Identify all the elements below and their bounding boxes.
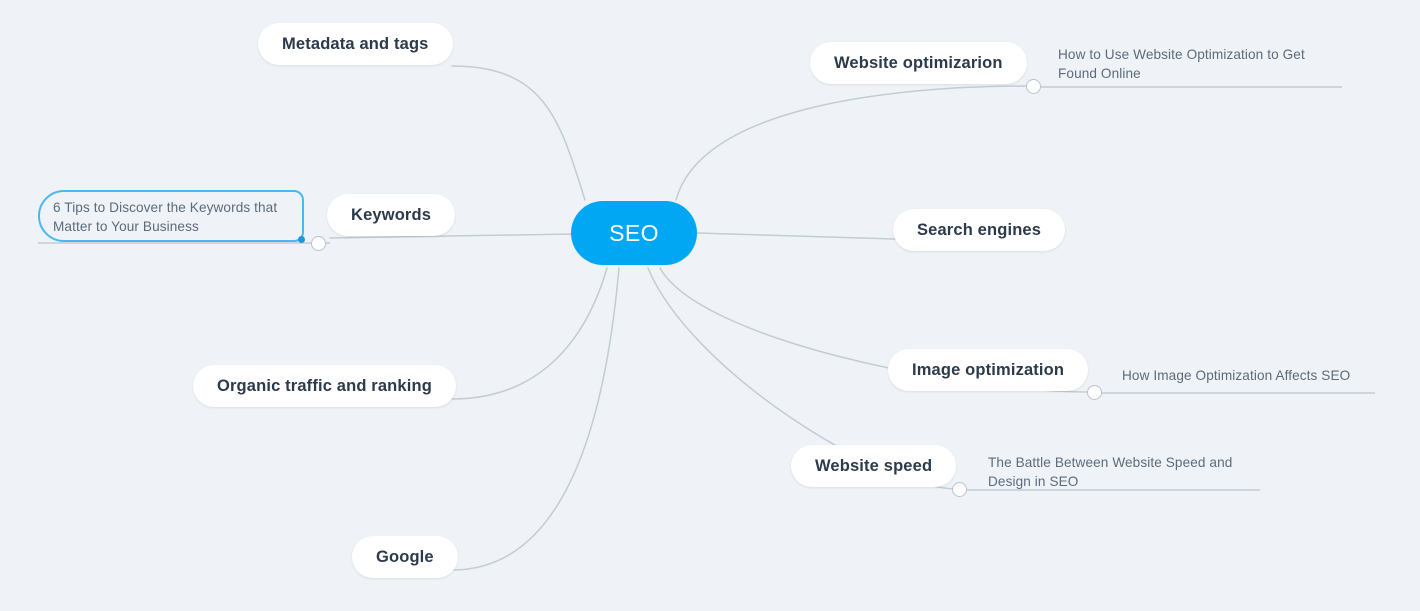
subnote-line-1: 6 Tips to Discover the Keywords that xyxy=(53,200,278,215)
subnote-line-2: Matter to Your Business xyxy=(53,219,199,234)
subnote-website-optimization[interactable]: How to Use Website Optimization to Get F… xyxy=(1058,45,1348,83)
subnote-website-speed[interactable]: The Battle Between Website Speed and Des… xyxy=(988,453,1263,491)
node-label: Search engines xyxy=(917,220,1042,239)
subnote-line-2: Design in SEO xyxy=(988,474,1079,489)
node-organic-traffic-and-ranking[interactable]: Organic traffic and ranking xyxy=(193,365,456,407)
node-google[interactable]: Google xyxy=(352,536,458,578)
subnote-keywords[interactable]: 6 Tips to Discover the Keywords that Mat… xyxy=(53,198,303,236)
connector-marker-website-speed[interactable] xyxy=(952,482,967,497)
node-label: Image optimization xyxy=(912,360,1065,379)
subnote-line-1: The Battle Between Website Speed and xyxy=(988,455,1233,470)
node-image-optimization[interactable]: Image optimization xyxy=(888,349,1089,391)
node-label: Keywords xyxy=(351,205,432,224)
subnote-line-1: How Image Optimization Affects SEO xyxy=(1122,368,1351,383)
node-label: Metadata and tags xyxy=(282,34,429,53)
subnote-line-1: How to Use Website Optimization to Get xyxy=(1058,47,1305,62)
subnote-line-2: Found Online xyxy=(1058,66,1141,81)
node-label: Website speed xyxy=(815,456,933,475)
selection-resize-handle[interactable] xyxy=(298,236,305,243)
node-keywords[interactable]: Keywords xyxy=(327,194,456,236)
connector-marker-image-optimization[interactable] xyxy=(1087,385,1102,400)
center-node-seo[interactable]: SEO xyxy=(571,201,697,265)
connector-marker-keywords[interactable] xyxy=(311,236,326,251)
node-search-engines[interactable]: Search engines xyxy=(893,209,1066,251)
node-label: Google xyxy=(376,547,434,566)
subnote-image-optimization[interactable]: How Image Optimization Affects SEO xyxy=(1122,366,1420,385)
connector-marker-website-optimization[interactable] xyxy=(1026,79,1041,94)
center-node-label: SEO xyxy=(609,219,659,246)
node-website-speed[interactable]: Website speed xyxy=(791,445,957,487)
node-metadata-and-tags[interactable]: Metadata and tags xyxy=(258,23,453,65)
node-label: Organic traffic and ranking xyxy=(217,376,432,395)
node-label: Website optimizarion xyxy=(834,53,1003,72)
node-website-optimization[interactable]: Website optimizarion xyxy=(810,42,1027,84)
subnote-selection-outline[interactable] xyxy=(38,190,304,242)
